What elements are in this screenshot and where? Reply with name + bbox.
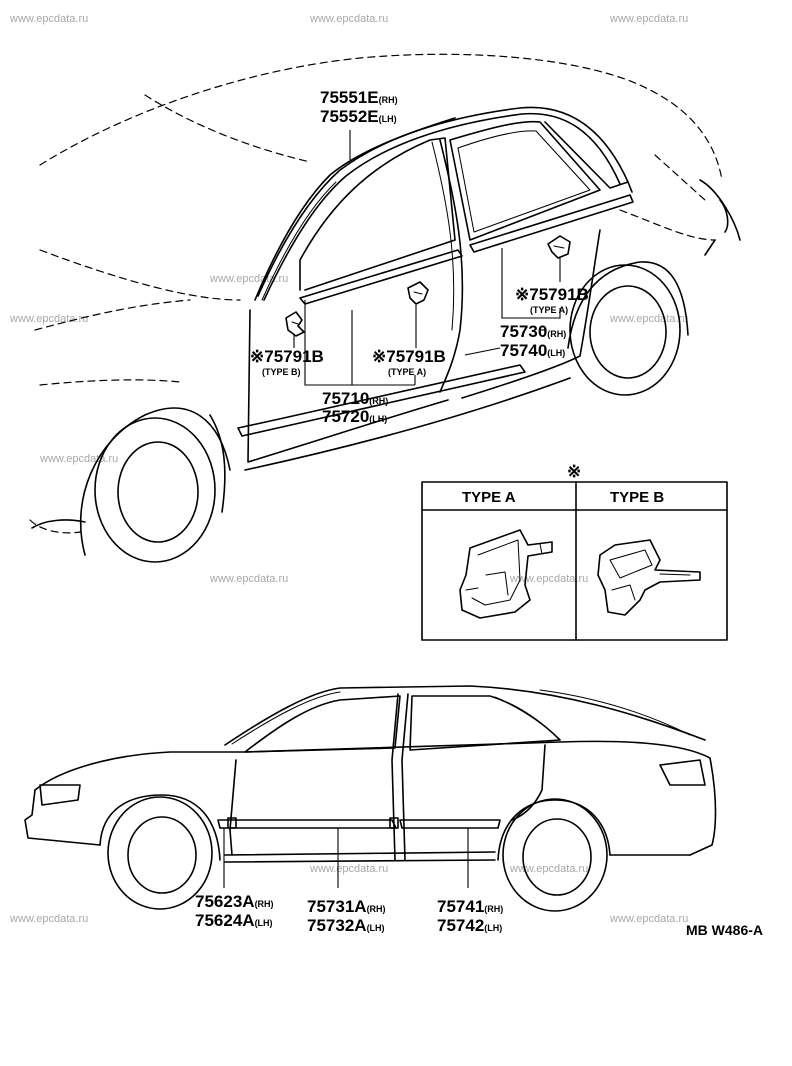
watermark: www.epcdata.ru [609, 913, 688, 925]
part-label-75740: 75740(LH) [500, 341, 565, 360]
watermark: www.epcdata.ru [9, 913, 88, 925]
watermarks: www.epcdata.ru www.epcdata.ru www.epcdat… [9, 13, 688, 925]
diagram-code: MB W486-A [686, 922, 763, 938]
upper-car-illustration [29, 53, 741, 563]
type-b-header: TYPE B [610, 489, 664, 506]
upper-leader-lines [293, 130, 561, 386]
part-label-75742: 75742(LH) [437, 916, 502, 935]
part-label-75741: 75741(RH) [437, 897, 503, 916]
part-label-75791b-upper: ※75791B [515, 285, 589, 304]
watermark: www.epcdata.ru [509, 863, 588, 875]
lower-labels: 75623A(RH) 75624A(LH) 75731A(RH) 75732A(… [195, 892, 763, 938]
type-box-frame [421, 481, 728, 641]
lower-leader-lines [223, 828, 469, 888]
part-label-75731a: 75731A(RH) [307, 897, 386, 916]
clip-type-a-icon [407, 281, 429, 305]
watermark: www.epcdata.ru [9, 313, 88, 325]
part-label-75623a: 75623A(RH) [195, 892, 274, 911]
part-label-75720: 75720(LH) [322, 407, 387, 426]
watermark: www.epcdata.ru [209, 573, 288, 585]
watermark: www.epcdata.ru [309, 863, 388, 875]
part-label-75791b-mid: ※75791B [372, 347, 446, 366]
watermark: www.epcdata.ru [9, 13, 88, 25]
part-label-75624a: 75624A(LH) [195, 911, 273, 930]
type-a-header: TYPE A [462, 489, 516, 506]
part-label-75732a: 75732A(LH) [307, 916, 385, 935]
part-label-75710: 75710(RH) [322, 389, 388, 408]
part-type-75791b-mid: (TYPE A) [388, 367, 426, 377]
watermark: www.epcdata.ru [509, 573, 588, 585]
part-label-75730: 75730(RH) [500, 322, 566, 341]
watermark: www.epcdata.ru [39, 453, 118, 465]
watermark: www.epcdata.ru [609, 313, 688, 325]
part-label-75791b-left: ※75791B [250, 347, 324, 366]
watermark: www.epcdata.ru [609, 13, 688, 25]
watermark: www.epcdata.ru [309, 13, 388, 25]
asterisk-mark: ※ [567, 462, 581, 481]
upper-labels: 75551E(RH) 75552E(LH) ※75791B (TYPE A) 7… [250, 88, 589, 426]
clip-type-b-icon [597, 539, 701, 616]
clip-type-a-icon [459, 529, 553, 619]
part-label-75551e: 75551E(RH) [320, 88, 398, 107]
clip-type-box: ※ TYPE A TYPE B [421, 462, 728, 641]
clip-type-b-icon [285, 311, 305, 337]
part-type-75791b-left: (TYPE B) [262, 367, 301, 377]
part-type-75791b-upper: (TYPE A) [530, 305, 568, 315]
lower-car-illustration [24, 685, 717, 912]
clip-type-a-icon [547, 235, 571, 259]
part-label-75552e: 75552E(LH) [320, 107, 397, 126]
watermark: www.epcdata.ru [209, 273, 288, 285]
